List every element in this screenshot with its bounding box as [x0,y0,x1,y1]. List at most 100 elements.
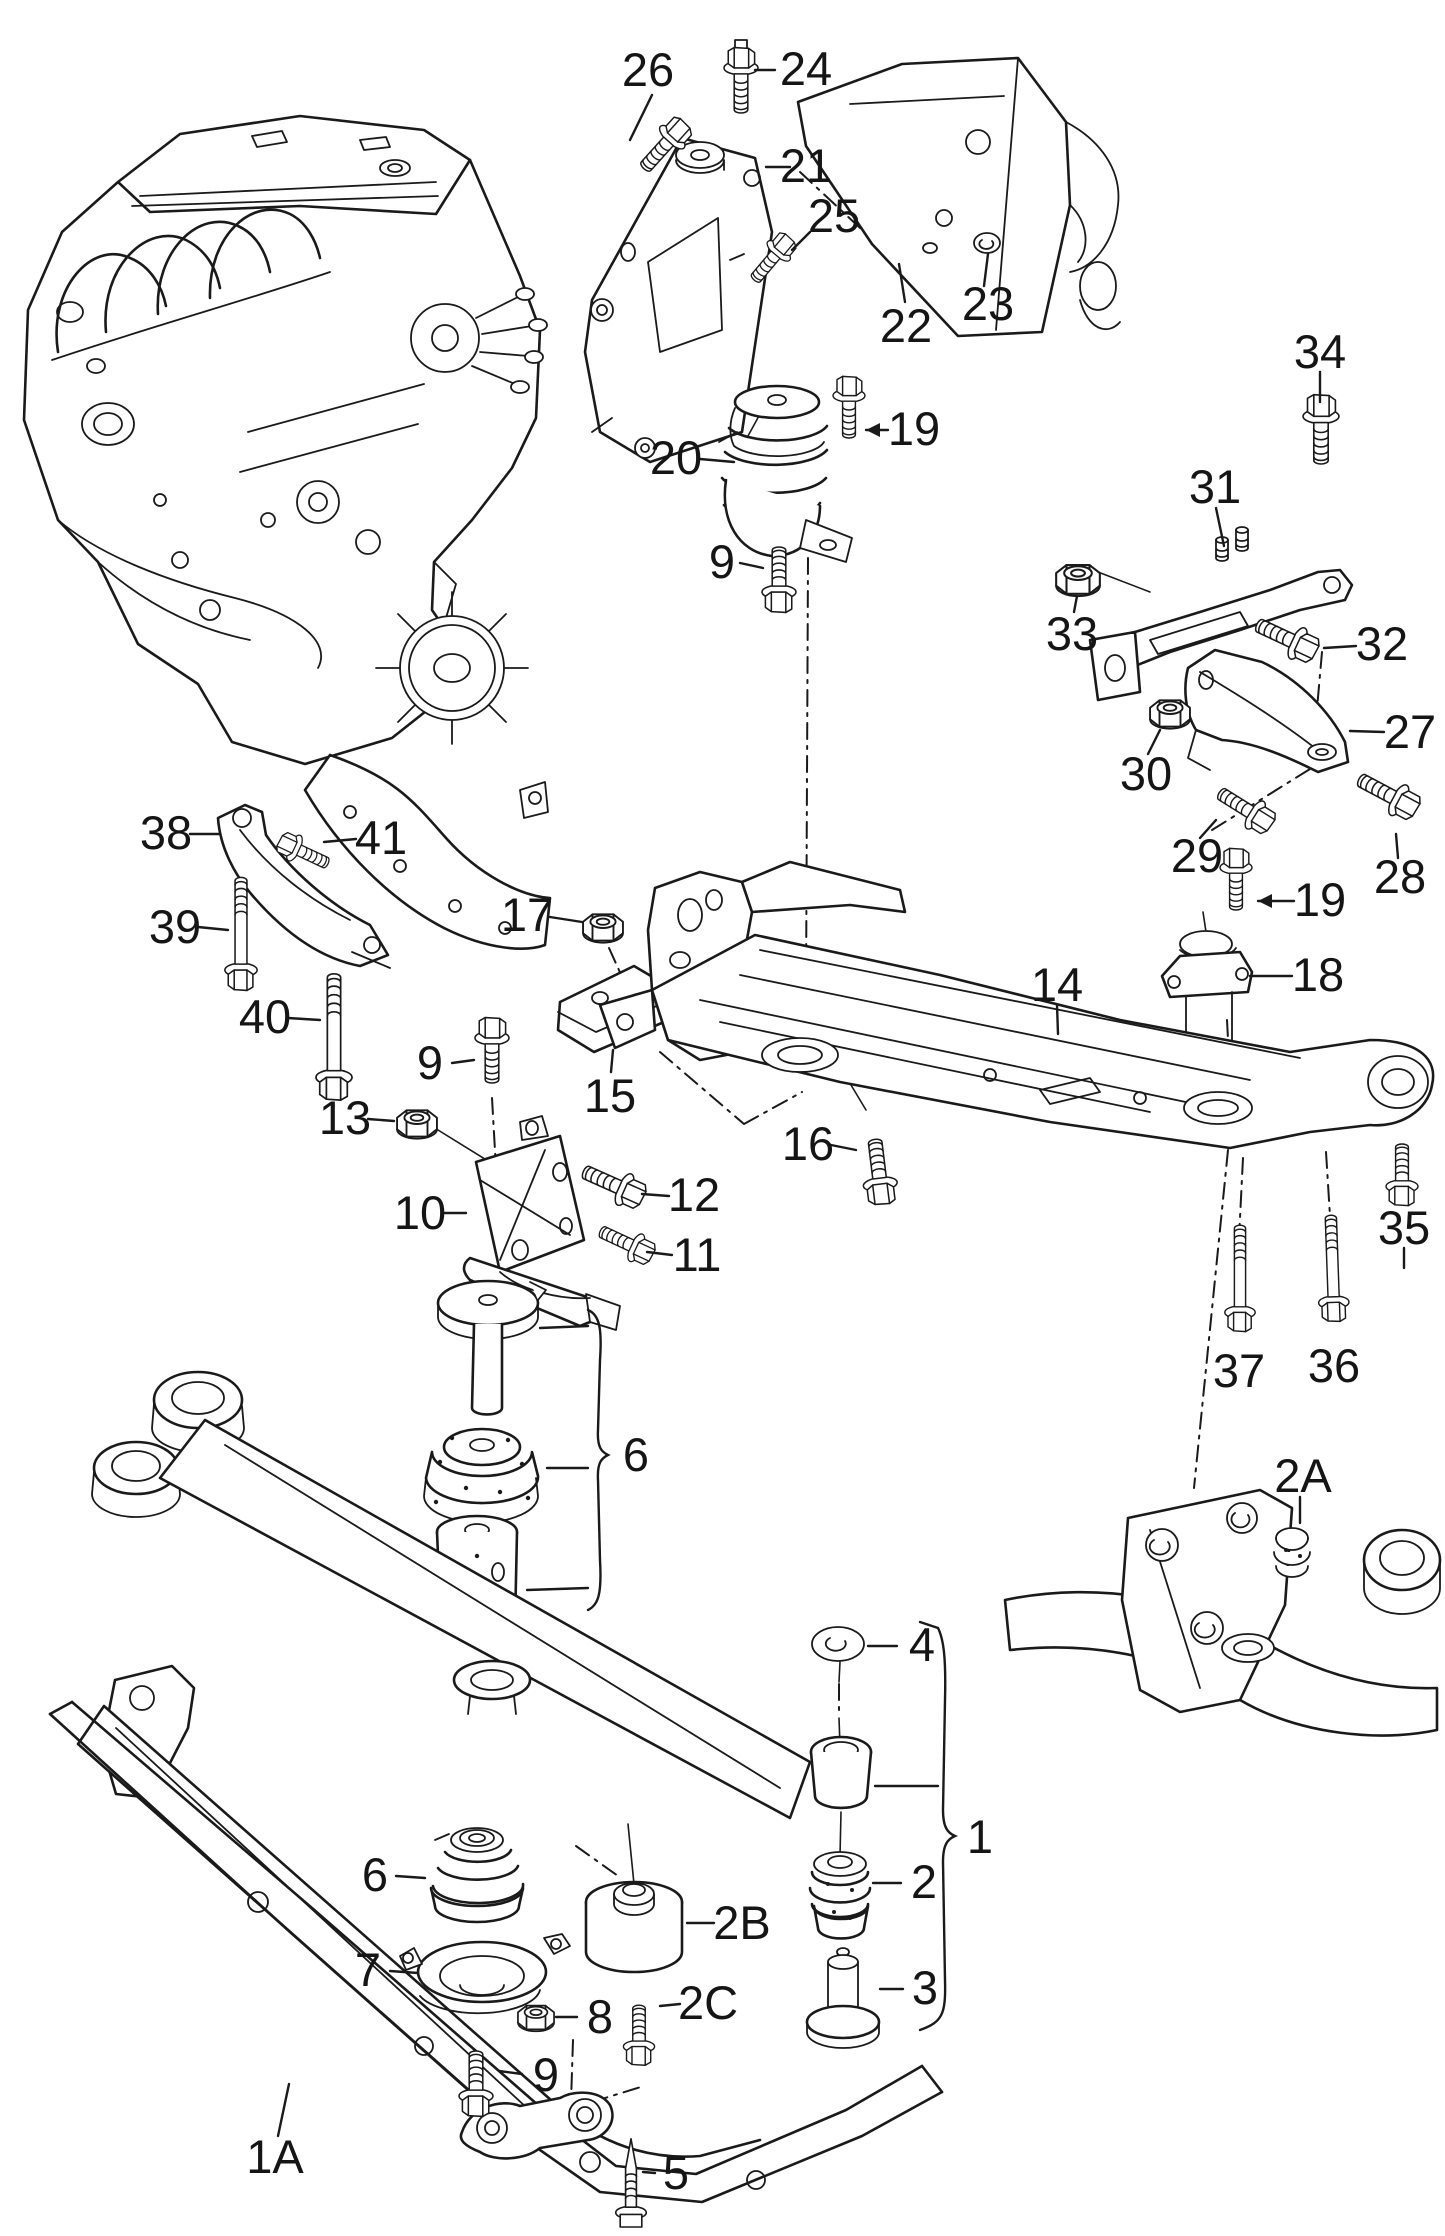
mount-6-lower [429,1827,525,1924]
damper-2B [584,1880,684,1974]
cover-plate-22 [796,56,1121,338]
callout-7: 7 [355,1943,381,1996]
callout-39: 39 [149,900,201,953]
brace-6 [586,1308,611,1612]
nut-13 [396,1109,438,1140]
callout-35: 35 [1378,1201,1430,1254]
callout-33: 33 [1046,607,1098,660]
callout-34: 34 [1294,325,1346,378]
buffer-2 [808,1851,872,1940]
callout-16: 16 [782,1117,834,1170]
callout-2: 2 [911,1855,937,1908]
engine-mount-18 [1160,930,1254,1059]
callout-29: 29 [1171,829,1223,882]
buffer-2A [1273,1527,1311,1578]
callout-31: 31 [1189,460,1241,513]
callout-15: 15 [584,1069,636,1122]
lower-frame-1A [48,1700,944,2204]
bolt-37 [1224,1224,1256,1333]
callout-25: 25 [808,189,860,242]
callout-21: 21 [780,139,832,192]
bolt-28 [1350,763,1426,826]
fasteners [224,39,1426,2228]
engine-bracket-21 [583,136,774,464]
link-arm-3 [459,2091,614,2160]
callout-labels: 26 24 21 25 22 23 34 31 33 32 30 27 29 2… [140,42,1436,2199]
callout-6-stack: 6 [623,1428,649,1481]
flywheel [375,591,529,745]
callout-24: 24 [780,42,832,95]
bolt-36 [1314,1214,1351,1323]
callout-41: 41 [355,811,407,864]
callout-27: 27 [1384,705,1436,758]
callout-2C: 2C [678,1976,738,2029]
callout-5: 5 [663,2146,689,2199]
valve-cover [116,114,472,216]
mount-stack-6 [423,1279,547,1638]
bolt-16 [857,1136,901,1208]
engine-mount-20 [718,384,853,563]
callout-22: 22 [880,299,932,352]
callout-20: 20 [650,431,702,484]
callout-26: 26 [622,43,674,96]
bolt-19-right [1219,847,1253,911]
pin-3 [805,1947,881,2049]
callout-17: 17 [501,888,553,941]
bolt-2C [622,2004,656,2066]
callout-28: 28 [1374,850,1426,903]
callout-9-lower: 9 [533,2048,559,2101]
callout-30: 30 [1120,747,1172,800]
callout-13: 13 [319,1091,371,1144]
callout-38: 38 [140,806,192,859]
callout-3: 3 [912,1961,938,2014]
distributor [410,287,548,394]
support-cup-7 [399,1933,571,2015]
callout-4: 4 [909,1618,935,1671]
callout-10: 10 [394,1186,446,1239]
callout-9-bracket: 9 [417,1036,443,1089]
stud-31b [1235,526,1249,552]
callout-36: 36 [1308,1339,1360,1392]
subframe-14 [598,860,1435,1150]
callout-19-top: 19 [888,402,940,455]
callout-2B: 2B [713,1896,771,1949]
bolt-19-top [832,375,866,439]
callout-12: 12 [668,1168,720,1221]
bolt-40 [315,972,353,1102]
washer-23 [973,232,1001,254]
callout-6-lower: 6 [362,1848,388,1901]
subframe-bushing-right [809,1735,873,1810]
callout-8: 8 [587,1990,613,2043]
nut-17 [582,913,624,944]
bolt-34 [1302,393,1340,465]
torque-arm-31 [1088,526,1354,702]
callout-23: 23 [962,277,1014,330]
callout-40: 40 [239,990,291,1043]
callout-37: 37 [1213,1344,1265,1397]
intake-manifold [51,208,331,361]
callout-18: 18 [1292,948,1344,1001]
bolt-9-bracket [474,1016,510,1084]
bolt-11 [593,1216,660,1270]
washer-4 [811,1626,865,1662]
bolt-35 [1385,1143,1419,1207]
engine-block [22,158,542,766]
brace-1 [918,1620,959,2032]
callout-19-right: 19 [1294,873,1346,926]
nut-33 [1055,564,1101,598]
callout-1: 1 [967,1810,993,1863]
bolt-9-mount [761,546,797,614]
bolt-24 [723,46,759,114]
callout-32: 32 [1356,617,1408,670]
bellhousing-shield [303,753,552,950]
callout-11: 11 [673,1228,722,1281]
corner-bracket-2A [1003,1488,1442,1737]
engine-assembly [22,114,552,950]
callout-14: 14 [1031,958,1083,1011]
bolt-12 [575,1154,651,1215]
nut-8 [517,2004,555,2033]
support-arm-38 [216,803,391,969]
callout-2A: 2A [1274,1449,1332,1502]
